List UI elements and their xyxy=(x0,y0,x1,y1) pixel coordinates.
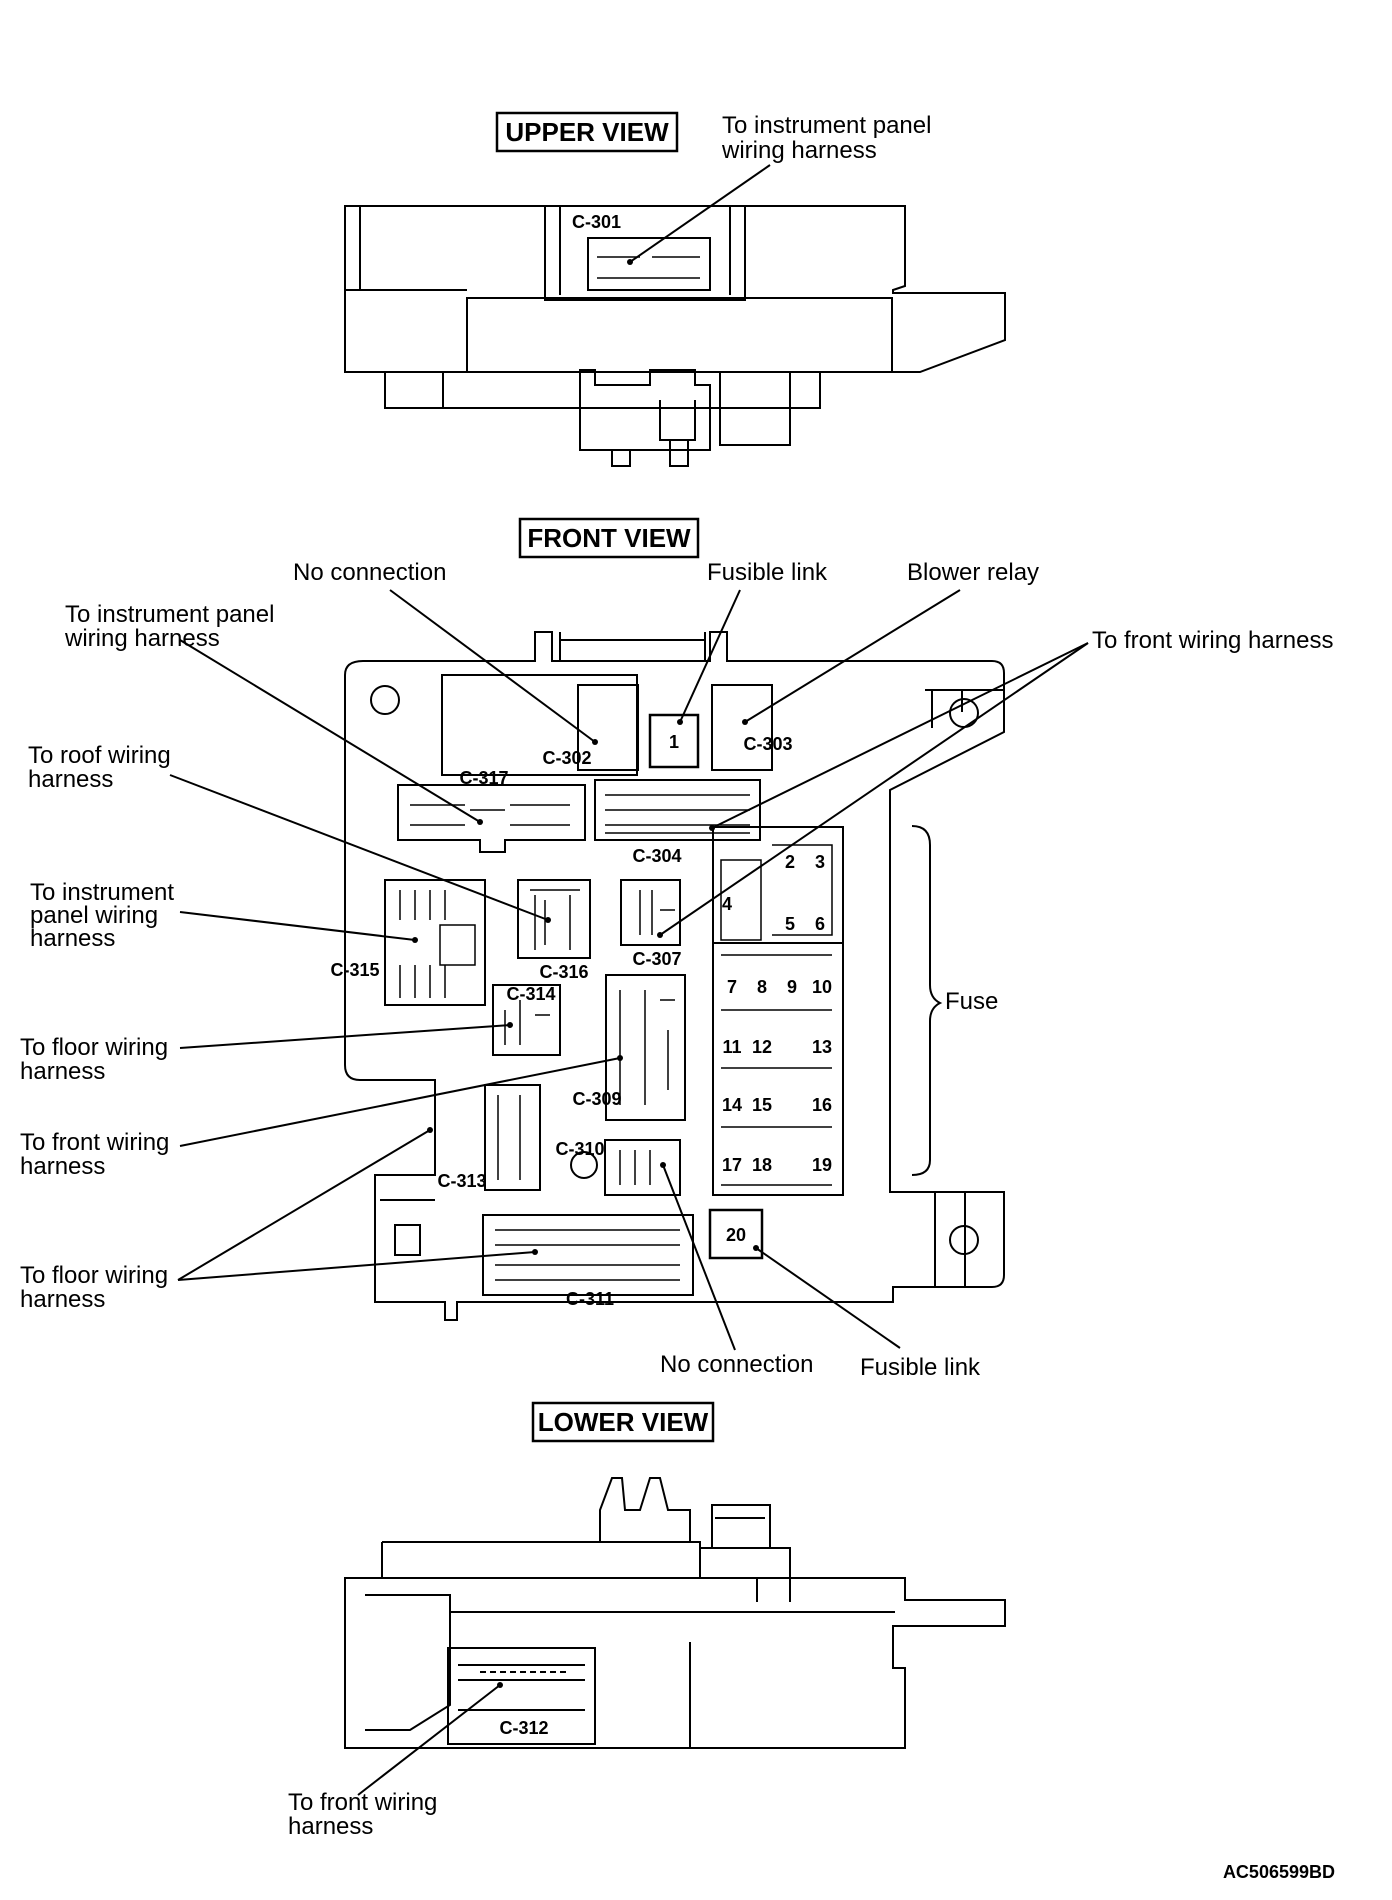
no-connection-bottom-label: No connection xyxy=(660,1351,813,1378)
fuse-16: 16 xyxy=(812,1095,832,1115)
ip-left-label: To instrument panel xyxy=(65,601,274,628)
ip315-label: To instrument xyxy=(30,879,174,906)
fuse-2: 2 xyxy=(785,852,795,872)
connector-c309: C-309 xyxy=(572,1089,621,1109)
fuse-5: 5 xyxy=(785,914,795,934)
leader-c312 xyxy=(357,1684,501,1796)
connector-c304: C-304 xyxy=(632,846,681,866)
upper-ip-harness-label-2: wiring harness xyxy=(721,137,877,164)
floor314-label-2: harness xyxy=(20,1058,105,1085)
fuse-10: 10 xyxy=(812,977,832,997)
fuse-14: 14 xyxy=(722,1095,742,1115)
floor-low-label-2: harness xyxy=(20,1286,105,1313)
front-view-title-box xyxy=(518,517,700,559)
ip315-label-2: panel wiring xyxy=(30,902,158,929)
connector-c302: C-302 xyxy=(542,748,591,768)
fuse-15: 15 xyxy=(752,1095,772,1115)
upper-view: UPPER VIEW To instrument panel wiring ha… xyxy=(344,111,1006,467)
front-view: FRONT VIEW No connection Fusible link Bl… xyxy=(20,517,1333,1381)
upper-view-title: UPPER VIEW xyxy=(505,117,669,147)
floor-low-label: To floor wiring xyxy=(20,1262,168,1289)
upper-housing xyxy=(344,205,1006,467)
fusible-link-bottom-label: Fusible link xyxy=(860,1354,981,1381)
fuse-9: 9 xyxy=(787,977,797,997)
connectors-front: 1 xyxy=(384,674,773,1296)
ip315-label-3: harness xyxy=(30,925,115,952)
front309-label-2: harness xyxy=(20,1153,105,1180)
front-housing xyxy=(344,631,1005,1321)
fuse-13: 13 xyxy=(812,1037,832,1057)
fuse-block: 2 3 4 5 6 7 8 9 10 11 12 13 14 15 16 17 … xyxy=(712,825,943,1196)
front309-label: To front wiring xyxy=(20,1129,169,1156)
connector-c314: C-314 xyxy=(506,984,555,1004)
connector-c303: C-303 xyxy=(743,734,792,754)
fuse-11: 11 xyxy=(722,1037,741,1057)
front-pins xyxy=(412,719,759,1255)
front-view-title: FRONT VIEW xyxy=(527,523,691,553)
pin-c312 xyxy=(497,1682,503,1688)
no-connection-top-label: No connection xyxy=(293,559,446,586)
connector-c312: C-312 xyxy=(499,1718,548,1738)
leader-c301 xyxy=(629,164,771,263)
roof-harness-label: To roof wiring xyxy=(28,742,171,769)
connector-c315: C-315 xyxy=(330,960,379,980)
connector-c316: C-316 xyxy=(539,962,588,982)
fuse-4: 4 xyxy=(722,894,732,914)
connector-c307: C-307 xyxy=(632,949,681,969)
connector-c313: C-313 xyxy=(437,1171,486,1191)
connector-c317: C-317 xyxy=(459,768,508,788)
connector-c301: C-301 xyxy=(572,212,621,232)
fuse-label: Fuse xyxy=(945,988,998,1015)
lower-view: LOWER VIEW C-312 To front wiring harness xyxy=(288,1401,1006,1840)
blower-relay-label: Blower relay xyxy=(907,559,1039,586)
fuse-12: 12 xyxy=(752,1037,772,1057)
roof-harness-label-2: harness xyxy=(28,766,113,793)
lower-front-harness-label: To front wiring xyxy=(288,1789,437,1816)
lower-view-title-box xyxy=(531,1401,715,1443)
floor314-label: To floor wiring xyxy=(20,1034,168,1061)
fuse-20: 20 xyxy=(726,1225,746,1245)
front-harness-right-label: To front wiring harness xyxy=(1092,627,1333,654)
upper-ip-harness-label: To instrument panel xyxy=(722,112,931,139)
front-leader-lines xyxy=(169,589,1089,1351)
lower-front-harness-label-2: harness xyxy=(288,1813,373,1840)
pin-c301 xyxy=(627,259,633,265)
fuse-8: 8 xyxy=(757,977,767,997)
upper-view-title-box xyxy=(495,111,679,153)
part-code: AC506599BD xyxy=(1223,1862,1335,1882)
connector-c311: C-311 xyxy=(566,1289,614,1309)
fuse-19: 19 xyxy=(812,1155,832,1175)
ip-left-label-2: wiring harness xyxy=(64,625,220,652)
fuse-3: 3 xyxy=(815,852,825,872)
connector-c310: C-310 xyxy=(555,1139,604,1159)
fuse-7: 7 xyxy=(727,977,737,997)
fuse-6: 6 xyxy=(815,914,825,934)
fuse-bracket xyxy=(911,825,943,1176)
fuse-1: 1 xyxy=(669,732,679,752)
lower-view-title: LOWER VIEW xyxy=(538,1407,709,1437)
fusible-link-top-label: Fusible link xyxy=(707,559,828,586)
fuse-17: 17 xyxy=(722,1155,742,1175)
fuse-18: 18 xyxy=(752,1155,772,1175)
lower-housing xyxy=(344,1477,1006,1749)
